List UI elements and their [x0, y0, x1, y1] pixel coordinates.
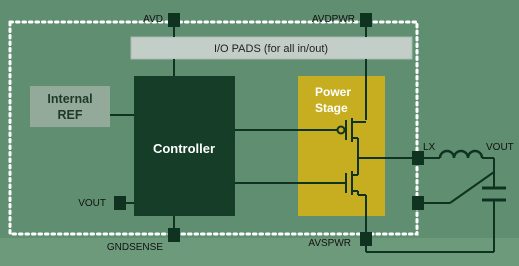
pads	[114, 13, 424, 246]
internal-ref-block	[30, 86, 110, 127]
power-stage-label-line2: Stage	[315, 101, 348, 115]
pad-avd	[168, 13, 180, 27]
io-pads-bar	[130, 36, 413, 60]
pad-avdpwr	[360, 13, 372, 27]
pad-vout-left	[114, 196, 126, 210]
pad-avspwr	[360, 232, 372, 246]
chip-boundary	[8, 20, 419, 236]
pin-label-vout-right: VOUT	[486, 142, 514, 153]
controller-label: Controller	[153, 141, 215, 156]
power-stage-block	[298, 76, 385, 216]
pad-gndsense	[168, 228, 180, 242]
low-side-transistor	[338, 158, 359, 195]
high-side-transistor	[336, 118, 366, 158]
io-pads-label: I/O PADS (for all in/out)	[214, 43, 328, 55]
pin-label-avdpwr: AVDPWR	[312, 14, 355, 25]
internal-ref-label-line1: Internal	[47, 92, 92, 106]
pin-label-avd: AVD	[143, 14, 163, 25]
pin-label-vout-left: VOUT	[78, 198, 106, 209]
pin-label-avspwr: AVSPWR	[308, 238, 351, 249]
pin-label-gndsense: GNDSENSE	[107, 242, 163, 253]
internal-ref-label-line2: REF	[58, 108, 83, 122]
pad-lx	[412, 151, 424, 165]
power-stage-label-line1: Power	[315, 85, 351, 99]
inductor	[438, 149, 484, 159]
pad-vout-sense	[412, 196, 424, 210]
output-capacitor	[482, 186, 506, 202]
pin-label-lx: LX	[423, 142, 436, 153]
controller-block	[134, 76, 235, 216]
